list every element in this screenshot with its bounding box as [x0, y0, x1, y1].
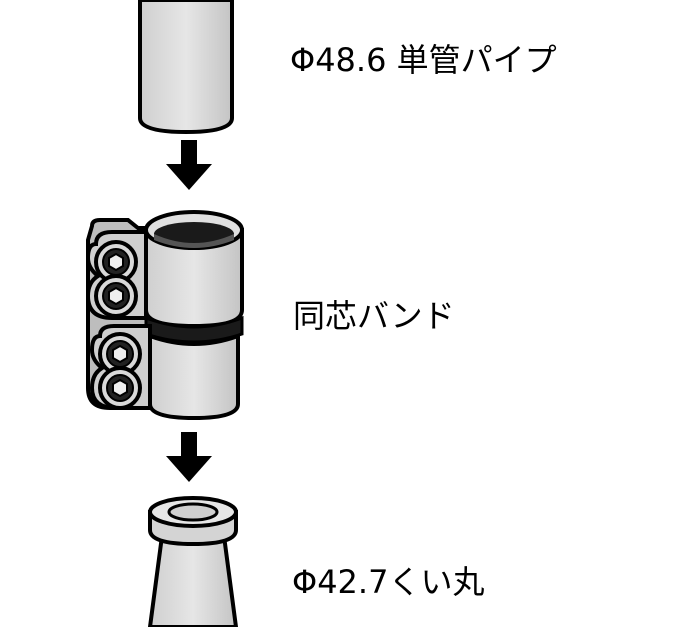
single-pipe [138, 0, 234, 135]
down-arrow-icon [166, 140, 212, 190]
hex-bolt-icon [108, 252, 124, 272]
hex-bolt-icon [108, 286, 124, 306]
upper-clamp-lugs [85, 230, 148, 320]
concentric-band [85, 210, 244, 421]
hex-bolt-icon [112, 344, 128, 364]
lower-clamp-lugs [89, 324, 152, 410]
pipe-label: Φ48.6 単管パイプ [290, 41, 557, 79]
stake-label: Φ42.7くい丸 [292, 563, 485, 601]
round-stake [147, 496, 239, 627]
down-arrow-icon [166, 432, 212, 482]
band-label: 同芯バンド [293, 297, 455, 335]
hex-bolt-icon [112, 378, 128, 398]
